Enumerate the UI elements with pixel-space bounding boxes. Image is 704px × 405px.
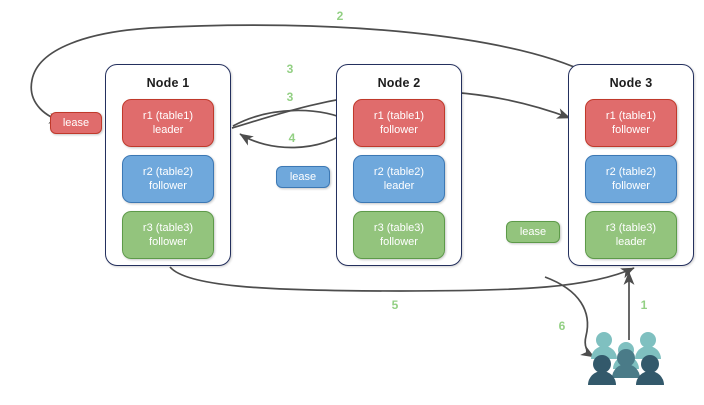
replica-r2: r2 (table2) follower [122,155,214,203]
replica-role: follower [612,124,650,136]
lease-badge-node1: lease [50,112,102,134]
replica-name: r3 (table3) [142,222,194,234]
arrow-step-3-lower [232,109,353,127]
arrow-step-6 [544,276,595,358]
replica-r2: r2 (table2) leader [353,155,445,203]
node-title: Node 1 [146,76,190,90]
users-icon [588,332,664,385]
replica-r2: r2 (table2) follower [585,155,677,203]
replica-name: r1 (table1) [373,110,425,122]
replica-name: r2 (table2) [142,166,194,178]
replica-role: follower [149,236,187,248]
replica-r1: r1 (table1) follower [585,99,677,147]
replica-name: r1 (table1) [605,110,657,122]
replica-role: follower [380,236,418,248]
replica-r3: r3 (table3) follower [353,211,445,259]
replica-role: follower [149,180,187,192]
lease-label: lease [289,171,317,183]
node-box-1: Node 1 r1 (table1) leader r2 (table2) fo… [105,64,231,266]
replica-role: leader [152,124,184,136]
step-label-5: 5 [391,298,399,312]
replica-name: r3 (table3) [373,222,425,234]
replica-name: r1 (table1) [142,110,194,122]
lease-label: lease [519,226,547,238]
replica-name: r2 (table2) [373,166,425,178]
node-title: Node 2 [377,76,421,90]
lease-label: lease [62,117,90,129]
replica-role: follower [612,180,650,192]
replica-role: leader [383,180,415,192]
replica-name: r3 (table3) [605,222,657,234]
step-label-3b: 3 [286,90,294,104]
node-title: Node 3 [609,76,653,90]
step-label-2: 2 [336,9,344,23]
arrow-step-5 [169,266,635,292]
replica-r1: r1 (table1) follower [353,99,445,147]
node-box-3: Node 3 r1 (table1) follower r2 (table2) … [568,64,694,266]
step-label-6: 6 [558,319,566,333]
step-label-4: 4 [288,131,296,145]
replica-r3: r3 (table3) leader [585,211,677,259]
lease-badge-node2: lease [276,166,330,188]
step-label-3a: 3 [286,62,294,76]
replica-name: r2 (table2) [605,166,657,178]
step-label-1: 1 [640,298,648,312]
lease-badge-node3: lease [506,221,560,243]
replica-r1: r1 (table1) leader [122,99,214,147]
replica-role: leader [615,236,647,248]
replica-role: follower [380,124,418,136]
replica-r3: r3 (table3) follower [122,211,214,259]
node-box-2: Node 2 r1 (table1) follower r2 (table2) … [336,64,462,266]
